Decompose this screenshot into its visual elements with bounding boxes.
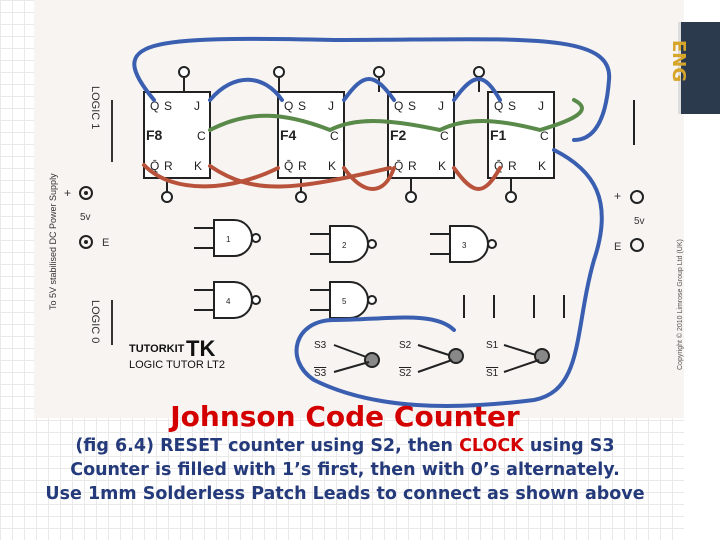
- svg-text:S: S: [508, 99, 516, 113]
- svg-text:C: C: [330, 129, 339, 143]
- svg-text:C: C: [440, 129, 449, 143]
- svg-text:R: R: [298, 159, 307, 173]
- nand-gate-5: 5: [310, 281, 377, 319]
- svg-text:Q: Q: [494, 99, 503, 113]
- svg-text:S1: S1: [486, 368, 499, 379]
- svg-text:4: 4: [226, 297, 231, 306]
- sockets-below: [161, 191, 517, 203]
- svg-text:F2: F2: [390, 127, 407, 143]
- svg-text:5: 5: [342, 297, 347, 306]
- terminal-dot: [84, 240, 88, 244]
- svg-text:R: R: [508, 159, 517, 173]
- switch-s3: S3 S3: [314, 340, 380, 379]
- svg-text:K: K: [194, 159, 202, 173]
- copyright-label: Copyright © 2010 Limrose Group Ltd (UK): [676, 239, 684, 370]
- switch-s1: S1 S1: [486, 340, 550, 379]
- terminal-5v-right: [630, 190, 644, 204]
- ground-left: E: [102, 237, 109, 249]
- svg-text:R: R: [408, 159, 417, 173]
- voltage-left: 5v: [80, 212, 91, 223]
- product-label: LOGIC TUTOR LT2: [129, 359, 225, 371]
- board-svg: LOGIC 1 LOGIC 0 To 5V stabilised DC Powe…: [48, 36, 684, 408]
- svg-text:F1: F1: [490, 127, 507, 143]
- nand-gate-3: 3: [430, 225, 497, 263]
- slide-title: Johnson Code Counter: [170, 400, 520, 433]
- svg-text:Q̄: Q̄: [150, 159, 159, 173]
- svg-text:S: S: [408, 99, 416, 113]
- svg-text:3: 3: [462, 241, 467, 250]
- svg-text:Q̄: Q̄: [494, 159, 503, 173]
- posts-right: [463, 295, 565, 318]
- svg-text:J: J: [328, 99, 334, 113]
- corner-text: ENG: [668, 40, 689, 83]
- plus-left: +: [64, 186, 71, 200]
- svg-text:S3: S3: [314, 368, 327, 379]
- svg-text:S: S: [164, 99, 172, 113]
- logic1-label: LOGIC 1: [89, 86, 101, 129]
- svg-text:S1: S1: [486, 340, 499, 351]
- brand-logo: TK: [186, 336, 215, 361]
- plus-right: +: [614, 189, 621, 203]
- svg-text:Q: Q: [394, 99, 403, 113]
- svg-text:K: K: [438, 159, 446, 173]
- nand-gate-2: 2: [310, 225, 377, 263]
- power-supply-label: To 5V stabilised DC Power Supply: [48, 173, 58, 310]
- nand-gate-1: 1: [194, 219, 261, 257]
- svg-text:F8: F8: [146, 127, 163, 143]
- caption-line-2: Counter is filled with 1’s first, then w…: [70, 460, 620, 480]
- svg-text:Q: Q: [150, 99, 159, 113]
- red-wire-qbar: [142, 163, 502, 191]
- svg-text:C: C: [197, 129, 206, 143]
- terminal-dot: [84, 191, 88, 195]
- caption-block: Johnson Code Counter (fig 6.4) RESET cou…: [0, 400, 690, 506]
- green-wire-clock: [208, 98, 584, 133]
- ground-right: E: [614, 241, 621, 253]
- voltage-right: 5v: [634, 216, 645, 227]
- svg-text:S: S: [298, 99, 306, 113]
- svg-text:J: J: [438, 99, 444, 113]
- svg-text:K: K: [328, 159, 336, 173]
- brand-label: TUTORKIT: [129, 343, 185, 355]
- flipflop-f4: Q S J F4 C Q̄ R K: [277, 91, 345, 179]
- svg-text:J: J: [538, 99, 544, 113]
- caption-line-1: (fig 6.4) RESET counter using S2, then C…: [0, 434, 690, 458]
- flipflop-f1: Q S J F1 C Q̄ R K: [487, 91, 555, 179]
- caption-line-1-part-a: (fig 6.4) RESET counter using S2, then: [75, 436, 460, 456]
- svg-text:R: R: [164, 159, 173, 173]
- svg-text:S2: S2: [399, 368, 412, 379]
- circuit-board-photo: LOGIC 1 LOGIC 0 To 5V stabilised DC Powe…: [34, 0, 684, 418]
- terminal-e-left: [79, 235, 93, 249]
- svg-text:C: C: [540, 129, 549, 143]
- svg-text:K: K: [538, 159, 546, 173]
- blue-wire-outer: [132, 36, 612, 142]
- svg-text:1: 1: [226, 235, 231, 244]
- svg-text:Q̄: Q̄: [394, 159, 403, 173]
- logic0-label: LOGIC 0: [89, 300, 101, 343]
- caption-line-3: Use 1mm Solderless Patch Leads to connec…: [45, 484, 645, 504]
- switch-s2: S2 S2: [399, 340, 464, 379]
- terminal-e-right: [630, 238, 644, 252]
- blue-wire-loop: [294, 148, 604, 408]
- patch-leads: [132, 36, 612, 408]
- svg-text:S3: S3: [314, 340, 327, 351]
- svg-text:F4: F4: [280, 127, 297, 143]
- nand-gate-4: 4: [194, 281, 261, 319]
- svg-text:Q: Q: [284, 99, 293, 113]
- corner-thumbnail: ENG: [668, 22, 720, 114]
- sockets-top: [178, 66, 485, 78]
- svg-text:Q̄: Q̄: [284, 159, 293, 173]
- flipflop-f2: Q S J F2 C Q̄ R K: [387, 91, 455, 179]
- caption-clock-word: CLOCK: [459, 436, 524, 456]
- terminal-5v-left: [79, 186, 93, 200]
- blue-wire-q: [208, 77, 502, 102]
- svg-text:2: 2: [342, 241, 347, 250]
- svg-text:J: J: [194, 99, 200, 113]
- svg-text:S2: S2: [399, 340, 412, 351]
- caption-line-1-part-c: using S3: [523, 436, 615, 456]
- flipflop-f8: Q S J F8 C Q̄ R K: [143, 91, 211, 179]
